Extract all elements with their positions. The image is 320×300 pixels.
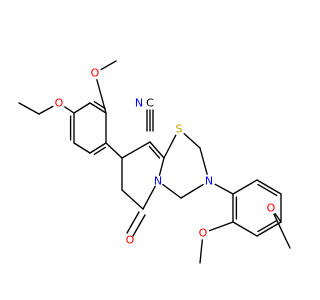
bond-c9a-s1	[163, 134, 177, 159]
bond-aryl-o-methoxy	[274, 213, 282, 223]
bond-n3-c4	[180, 183, 204, 199]
structure-diagram: N C S N N O O O O O	[18, 60, 291, 264]
bond-ethyl	[18, 102, 40, 115]
bond-aryl-o-methoxy	[96, 79, 107, 114]
bond-aryl-o-ethoxy	[64, 106, 75, 114]
bond-c9-c9a	[149, 141, 165, 159]
bond-o-methyl	[273, 213, 291, 249]
bond-aryl1	[89, 102, 107, 114]
bond-c2-n3	[199, 147, 208, 175]
bond-s1-c2	[183, 133, 201, 149]
bond-aryl2	[256, 221, 282, 237]
atom-N_nitrile: N	[135, 97, 143, 110]
bond-aryl1	[93, 101, 106, 110]
bond-c6-o-keto	[126, 211, 140, 234]
atom-label-layer: N C S N N O O O O O	[55, 67, 276, 247]
bond-aryl2	[257, 219, 278, 233]
bond-c6-c7	[121, 189, 144, 210]
bond-c4-n4	[162, 183, 182, 199]
atom-O_methoxy_a: O	[91, 67, 100, 80]
bond-o-methyl	[100, 60, 117, 71]
bond-aryl2	[232, 221, 258, 237]
bond-n4-c9a	[158, 157, 165, 176]
bond-aryl1	[89, 142, 107, 154]
bond-o-methyl	[199, 239, 203, 264]
bond-aryl1	[93, 146, 106, 155]
bond-aryl2	[257, 183, 278, 197]
bond-aryl2	[256, 179, 282, 195]
atom-N3: N	[205, 175, 213, 188]
bond-layer	[18, 60, 291, 264]
bond-aryl-o-methoxy	[208, 221, 234, 232]
bond-c9-c9a	[148, 145, 161, 159]
bond-aryl2	[232, 179, 258, 195]
bond-c6-o-keto	[132, 214, 146, 237]
bond-aryl1	[73, 142, 91, 154]
atom-C_nitrile: C	[146, 97, 154, 110]
atom-O_keto: O	[126, 234, 135, 247]
bond-c8-c9	[121, 141, 151, 159]
atom-O_ethoxy: O	[55, 97, 64, 110]
atom-O_methoxy_b: O	[199, 227, 208, 240]
atom-N4: N	[154, 175, 162, 188]
bond-c8-aryl	[105, 142, 123, 159]
atom-S1: S	[176, 123, 183, 136]
bond-n3-aryl	[214, 183, 234, 195]
molecule-structure: N C S N N O O O O O	[18, 60, 291, 264]
bond-aryl1	[73, 102, 91, 114]
atom-O_methoxy_c: O	[267, 202, 276, 215]
bond-o-ethyl	[38, 105, 54, 115]
bond-c6-n4	[142, 185, 156, 210]
